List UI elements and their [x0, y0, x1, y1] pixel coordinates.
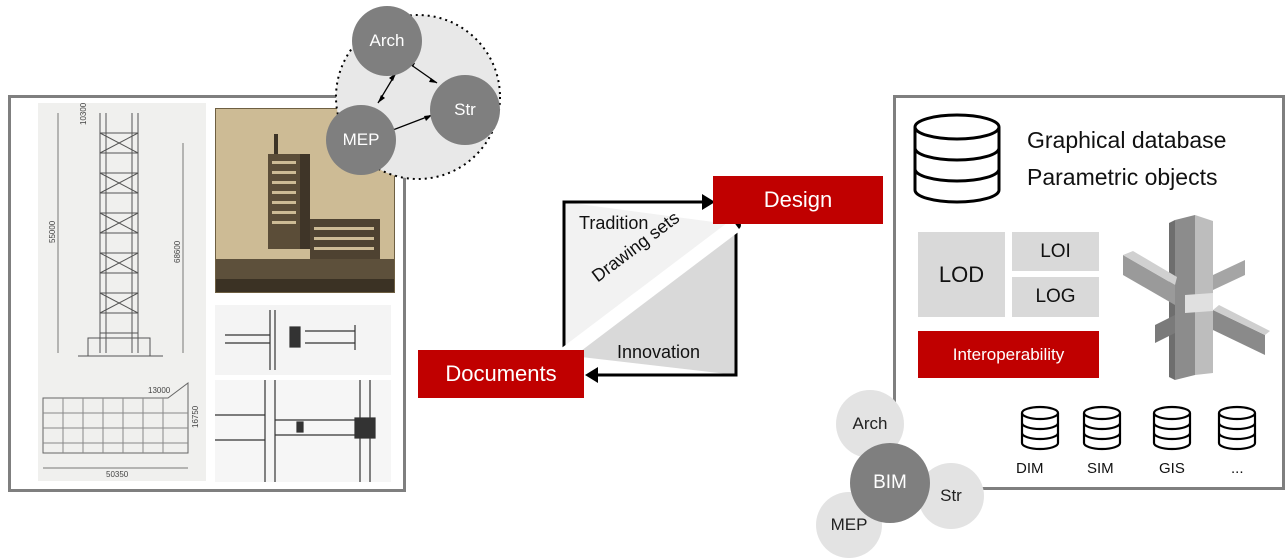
dim-database: DIM: [1010, 405, 1070, 480]
str-label: Str: [454, 100, 476, 119]
dimension-label: 10300: [79, 103, 88, 125]
tower-elevation-drawing: 10300 55000 68600 13000 16750 50350: [38, 103, 206, 481]
lod-box: LOD: [918, 232, 1005, 317]
log-label: LOG: [1035, 286, 1076, 307]
bim-core-node: BIM: [850, 443, 930, 523]
dimension-label: 13000: [148, 386, 171, 395]
innovation-label: Innovation: [617, 342, 701, 362]
bim-core-label: BIM: [873, 472, 907, 493]
tradition-label: Tradition: [579, 213, 649, 233]
dim-label: DIM: [1016, 460, 1044, 477]
design-box: Design: [713, 176, 883, 224]
loi-box: LOI: [1012, 232, 1099, 271]
database-icon: [910, 112, 1005, 207]
database-icon: [1217, 405, 1257, 451]
interoperability-label: Interoperability: [952, 344, 1065, 364]
database-icon: [1152, 405, 1192, 451]
tradition-arrowhead: [702, 194, 715, 210]
database-icon: [1020, 405, 1060, 451]
process-flow-diagram: [540, 180, 770, 390]
sim-database: SIM: [1075, 405, 1135, 480]
steel-connection-model: [1115, 215, 1275, 380]
interoperability-box: Interoperability: [918, 331, 1099, 378]
design-label: Design: [763, 187, 833, 212]
connection-detail-drawing: [215, 305, 391, 375]
bim-mep-label: MEP: [830, 515, 868, 534]
sim-label: SIM: [1087, 460, 1114, 477]
documents-label: Documents: [445, 361, 557, 386]
other-database: ...: [1210, 405, 1270, 480]
log-box: LOG: [1012, 277, 1099, 317]
database-icon: [1082, 405, 1122, 451]
dimension-label: 50350: [106, 470, 129, 479]
mep-node: MEP: [326, 105, 396, 175]
dimension-label: 16750: [191, 405, 200, 428]
documents-box: Documents: [418, 350, 584, 398]
mep-label: MEP: [342, 130, 380, 149]
dimension-label: 55000: [48, 220, 57, 243]
graphical-database-label: Graphical database: [1027, 127, 1227, 153]
loi-label: LOI: [1040, 240, 1071, 262]
tower-sketch: 10300 55000 68600 13000 16750 50350: [42, 103, 200, 479]
gis-label: GIS: [1159, 460, 1185, 477]
bim-arch-label: Arch: [852, 414, 888, 433]
bim-arch-node: Arch: [836, 390, 904, 458]
str-node: Str: [430, 75, 500, 145]
gis-database: GIS: [1145, 405, 1205, 480]
arch-label: Arch: [369, 31, 405, 50]
bim-str-label: Str: [940, 486, 962, 505]
parametric-objects-label: Parametric objects: [1027, 164, 1218, 190]
arch-node: Arch: [352, 6, 422, 76]
dimension-label: 68600: [173, 240, 182, 263]
lod-label: LOD: [938, 261, 985, 287]
innovation-arrowhead: [585, 367, 598, 383]
beam-column-detail-drawing: [215, 380, 391, 482]
ellipsis-label: ...: [1231, 460, 1244, 477]
